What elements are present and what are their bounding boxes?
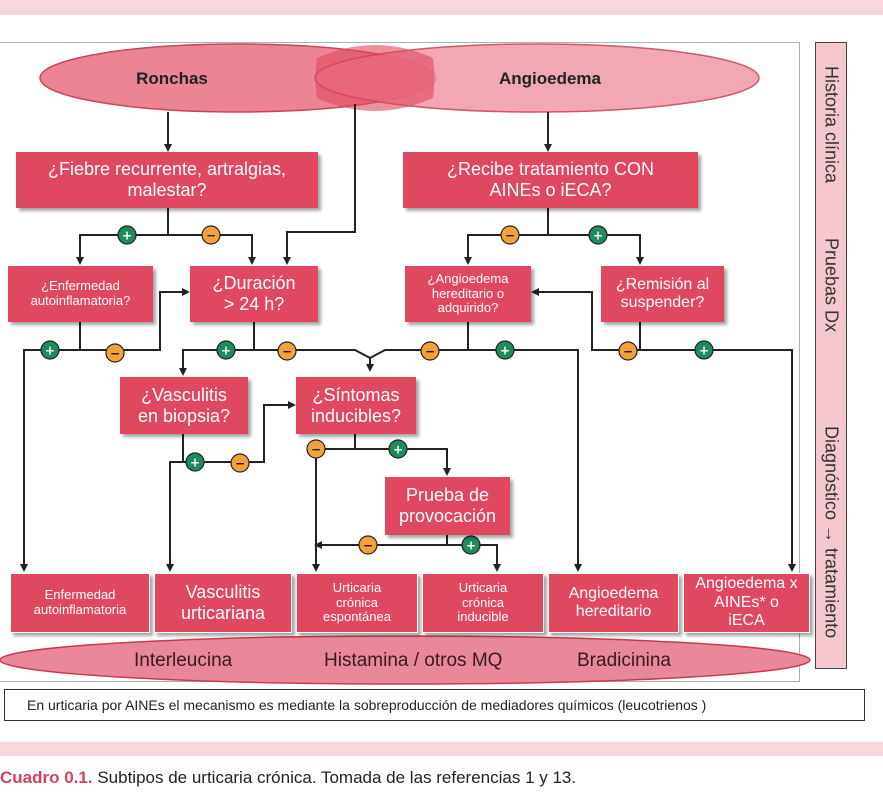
- svg-text:−: −: [425, 345, 435, 359]
- connector: [531, 288, 641, 351]
- negative-sign: [420, 341, 440, 361]
- caption-label: Cuadro 0.1.: [0, 768, 93, 787]
- connector: [312, 434, 356, 572]
- negative-sign: [277, 341, 297, 361]
- outcome-hereditario: Angioedema hereditario: [548, 573, 679, 633]
- outcome-espontanea: Urticaria crónica espontánea: [296, 573, 418, 633]
- prueba-provocacion-box: Prueba de provocación: [385, 477, 510, 535]
- ellipse-overlap: [315, 45, 435, 111]
- svg-text:−: −: [363, 539, 373, 553]
- negative-sign: [105, 343, 125, 363]
- positive-sign: [388, 439, 408, 459]
- svg-text:−: −: [623, 345, 633, 359]
- connector: [183, 401, 296, 463]
- connector: [314, 535, 448, 549]
- branch-signs: + − − + + − + − − + − + + − −: [40, 225, 714, 555]
- side-label-historia: Historia clínica: [821, 66, 842, 184]
- svg-text:+: +: [500, 344, 510, 358]
- negative-sign: [201, 225, 221, 245]
- outcome-vasculitis: Vasculitis urticariana: [154, 573, 292, 633]
- fiebre-question: ¿Fiebre recurrente, artralgias, malestar…: [16, 152, 318, 208]
- outcome-aines: Angioedema x AINEs* o iECA: [683, 573, 810, 633]
- aines-question: ¿Recibe tratamiento CON AINEs o iECA?: [403, 152, 698, 208]
- positive-sign: [185, 452, 205, 472]
- positive-sign: [694, 340, 714, 360]
- svg-text:+: +: [190, 456, 200, 470]
- positive-sign: [495, 340, 515, 360]
- side-bar: [815, 42, 847, 669]
- mediator-interleucina: Interleucina: [134, 650, 233, 671]
- mediator-histamina: Histamina / otros MQ: [324, 650, 503, 671]
- negative-sign: [358, 535, 378, 555]
- connector: [548, 234, 644, 265]
- bottom-band: [0, 742, 883, 756]
- svg-text:−: −: [311, 443, 321, 457]
- figure-caption: Cuadro 0.1. Subtipos de urticaria crónic…: [0, 768, 576, 788]
- connector: [168, 234, 256, 265]
- positive-sign: [461, 535, 481, 555]
- svg-text:−: −: [235, 457, 245, 471]
- outcome-autoinflamatoria: Enfermedad autoinflamatoria: [10, 573, 150, 633]
- connector: [468, 349, 582, 572]
- svg-text:+: +: [466, 539, 476, 553]
- svg-text:+: +: [593, 229, 603, 243]
- positive-sign: [216, 340, 236, 360]
- negative-sign: [230, 453, 250, 473]
- mediators-ellipse: [0, 635, 811, 685]
- connector: [355, 448, 451, 476]
- svg-text:+: +: [221, 344, 231, 358]
- connector: [254, 349, 374, 372]
- hereditario-question: ¿Angioedema hereditario o adquirido?: [405, 266, 531, 322]
- autoinflamatoria-question: ¿Enfermedad autoinflamatoria?: [8, 266, 153, 322]
- connector: [369, 322, 469, 359]
- positive-sign: [117, 225, 137, 245]
- aines-note: En urticaria por AINEs el mecanismo es m…: [4, 689, 865, 721]
- mediator-bradicinina: Bradicinina: [577, 650, 671, 671]
- outcome-inducible: Urticaria crónica inducible: [422, 573, 544, 633]
- side-label-diagnostico: Diagnóstico → tratamiento: [821, 426, 842, 639]
- connector: [283, 104, 356, 265]
- negative-sign: [618, 341, 638, 361]
- remision-question: ¿Remisión al suspender?: [601, 266, 724, 322]
- svg-text:−: −: [110, 347, 120, 361]
- svg-text:−: −: [206, 229, 216, 243]
- top-band: [0, 0, 883, 15]
- connector: [166, 434, 184, 572]
- angioedema-label: Angioedema: [498, 69, 602, 88]
- vasculitis-question: ¿Vasculitis en biopsia?: [120, 377, 248, 434]
- svg-text:−: −: [505, 229, 515, 243]
- positive-sign: [40, 340, 60, 360]
- connector: [640, 349, 796, 572]
- svg-text:+: +: [699, 344, 709, 358]
- positive-sign: [588, 225, 608, 245]
- negative-sign: [500, 225, 520, 245]
- ronchas-label: Ronchas: [136, 69, 208, 88]
- negative-sign: [306, 439, 326, 459]
- svg-text:+: +: [393, 443, 403, 457]
- sintomas-question: ¿Síntomas inducibles?: [296, 377, 416, 434]
- duracion-question: ¿Duración > 24 h?: [190, 266, 318, 322]
- svg-text:−: −: [282, 345, 292, 359]
- side-label-pruebas: Pruebas Dx: [821, 237, 842, 333]
- caption-text: Subtipos de urticaria crónica. Tomada de…: [92, 768, 577, 787]
- svg-text:+: +: [45, 344, 55, 358]
- svg-text:+: +: [122, 229, 132, 243]
